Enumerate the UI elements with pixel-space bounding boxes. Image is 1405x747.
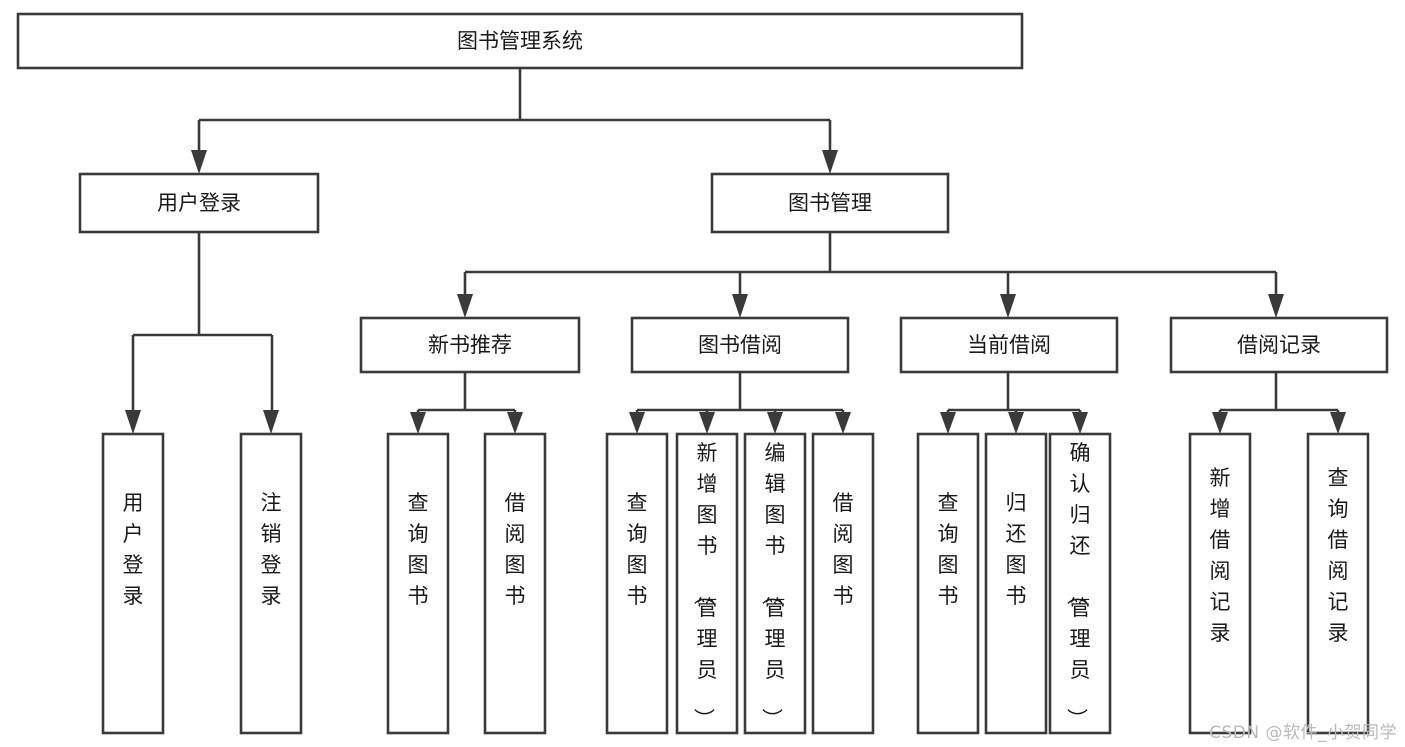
node-label-root: 图书管理系统: [457, 29, 583, 53]
node-label-new-book-recommend: 新书推荐: [428, 333, 512, 357]
node-label-leaf-logout: 注销登录: [261, 491, 282, 608]
node-book-manage[interactable]: 图书管理: [710, 172, 950, 234]
node-leaf-query-record[interactable]: 查询借阅记录: [1306, 432, 1370, 735]
node-label-leaf-add-record: 新增借阅记录: [1210, 466, 1231, 645]
connector-bookborrow-to-leaves: [629, 372, 851, 434]
node-borrow-record[interactable]: 借阅记录: [1169, 316, 1389, 374]
node-current-borrow[interactable]: 当前借阅: [899, 316, 1119, 374]
node-label-leaf-borrow-book-2: 借阅图书: [833, 491, 854, 608]
node-label-book-borrow: 图书借阅: [698, 333, 782, 357]
node-label-borrow-record: 借阅记录: [1237, 333, 1321, 357]
node-new-book-recommend[interactable]: 新书推荐: [359, 316, 581, 374]
node-leaf-add-record[interactable]: 新增借阅记录: [1188, 432, 1252, 735]
node-user-login[interactable]: 用户登录: [78, 172, 320, 234]
connector-userlogin-to-leaves: [125, 232, 279, 434]
connector-newbook-to-leaves: [410, 372, 523, 434]
node-leaf-add-book[interactable]: 新增图书（管理员）: [675, 432, 739, 735]
node-label-leaf-query-book-1: 查询图书: [408, 491, 429, 608]
node-label-leaf-add-book: 新增图书（管理员）: [692, 441, 718, 729]
node-leaf-return-book[interactable]: 归还图书: [984, 432, 1048, 735]
node-label-leaf-query-book-3: 查询图书: [938, 491, 959, 608]
node-leaf-logout[interactable]: 注销登录: [239, 432, 303, 735]
node-leaf-edit-book[interactable]: 编辑图书（管理员）: [743, 432, 807, 735]
connector-borrowrecord-to-leaves: [1212, 372, 1346, 434]
node-label-current-borrow: 当前借阅: [967, 333, 1051, 357]
node-label-user-login: 用户登录: [157, 191, 241, 215]
node-leaf-query-book-2[interactable]: 查询图书: [605, 432, 669, 735]
connector-root-to-level1: [191, 68, 838, 174]
node-leaf-user-login[interactable]: 用户登录: [101, 432, 165, 735]
node-label-leaf-query-book-2: 查询图书: [627, 491, 648, 608]
node-label-book-manage: 图书管理: [788, 191, 872, 215]
node-label-leaf-user-login: 用户登录: [123, 491, 144, 608]
node-label-leaf-borrow-book-1: 借阅图书: [505, 491, 526, 608]
node-leaf-confirm-return[interactable]: 确认归还（管理员）: [1048, 432, 1112, 735]
node-label-leaf-edit-book: 编辑图书（管理员）: [760, 441, 786, 729]
node-label-leaf-query-record: 查询借阅记录: [1328, 466, 1349, 645]
node-label-leaf-return-book: 归还图书: [1006, 491, 1027, 608]
node-leaf-query-book-3[interactable]: 查询图书: [916, 432, 980, 735]
connector-bookmanage-to-level2: [457, 232, 1284, 318]
node-label-leaf-confirm-return: 确认归还（管理员）: [1065, 441, 1091, 729]
node-book-borrow[interactable]: 图书借阅: [630, 316, 850, 374]
node-leaf-borrow-book-2[interactable]: 借阅图书: [811, 432, 875, 735]
node-root-system[interactable]: 图书管理系统: [16, 12, 1024, 70]
csdn-watermark: CSDN @软件_小贺同学: [1209, 723, 1397, 743]
node-leaf-borrow-book-1[interactable]: 借阅图书: [483, 432, 547, 735]
connector-currentborrow-to-leaves: [940, 372, 1088, 434]
node-leaf-query-book-1[interactable]: 查询图书: [386, 432, 450, 735]
